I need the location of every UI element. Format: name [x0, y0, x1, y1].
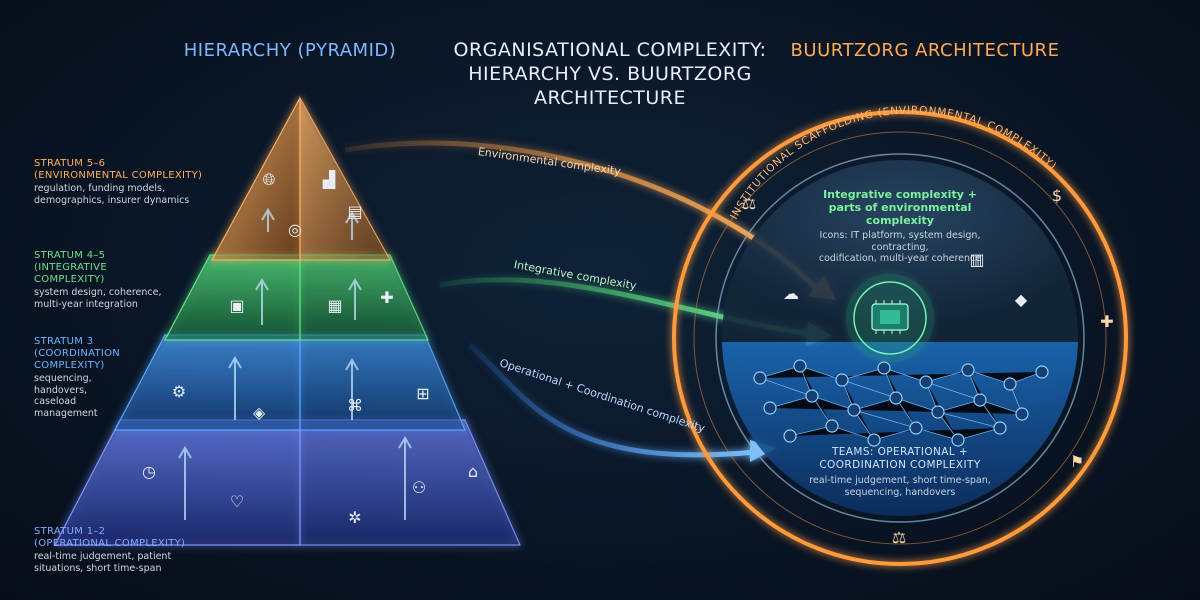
integrative-zone-heading: Integrative complexity + parts of enviro… — [823, 188, 977, 227]
cube-icon: ◆ — [1014, 290, 1028, 309]
teams-zone-text: TEAMS: OPERATIONAL + COORDINATION COMPLE… — [800, 446, 1000, 498]
stratum-1-2-type: (OPERATIONAL COMPLEXITY) — [34, 538, 186, 549]
stratum-3-desc: sequencing, handovers, caseload manageme… — [34, 373, 98, 419]
contract-icon: ▥ — [969, 250, 985, 269]
team-network — [759, 365, 1043, 441]
scales-icon-bottom: ⚖ — [891, 528, 907, 547]
globe-icon: 🌐︎ — [262, 170, 276, 189]
buurtzorg-title: BUURTZORG ARCHITECTURE — [790, 40, 1060, 61]
handshake-icon: ⌘ — [347, 396, 363, 415]
stratum-5-6-label: STRATUM 5–6 (ENVIRONMENTAL COMPLEXITY) r… — [34, 158, 234, 206]
government-building-icon: ⌂ — [467, 462, 479, 481]
flowchart-icon: ⊞ — [416, 384, 430, 403]
chip-icon: ▣ — [229, 296, 245, 315]
cloud-database-icon: ☁ — [783, 284, 799, 303]
outer-ring-inner-line — [693, 131, 1107, 545]
pyramid-tier-integrative-right — [299, 254, 429, 341]
stratum-1-2-number: STRATUM 1–2 — [34, 526, 106, 537]
network-icon-bottom: ✲ — [348, 508, 362, 527]
integrative-zone-text: Integrative complexity + parts of enviro… — [795, 188, 1005, 265]
coins-exchange-icon: $ — [1051, 186, 1063, 205]
outer-scaffolding-ring — [672, 110, 1128, 566]
pyramid — [54, 95, 521, 546]
coins-icon: ◎ — [288, 220, 302, 239]
hierarchy-title: HIERARCHY (PYRAMID) — [183, 40, 397, 61]
medical-flag-icon: ⚑ — [1069, 452, 1085, 471]
integrative-zone-desc: Icons: IT platform, system design, contr… — [818, 230, 982, 264]
bar-chart-icon: ▟ — [322, 170, 336, 189]
flow-arrow-operational — [468, 343, 757, 458]
stratum-3-type: (COORDINATION COMPLEXITY) — [34, 348, 121, 371]
chip-icon — [871, 300, 909, 334]
central-hub — [853, 281, 927, 355]
heart-icon: ♡ — [229, 492, 245, 511]
stratum-4-5-label: STRATUM 4–5 (INTEGRATIVE COMPLEXITY) sys… — [34, 250, 164, 310]
clock-icon: ◷ — [142, 462, 156, 481]
scales-icon: ⚖ — [741, 194, 757, 213]
stratum-4-5-type: (INTEGRATIVE COMPLEXITY) — [34, 262, 107, 285]
stratum-5-6-desc: regulation, funding models, demographics… — [34, 183, 190, 206]
medical-file-icon: ✚ — [1100, 312, 1114, 331]
stratum-1-2-label: STRATUM 1–2 (OPERATIONAL COMPLEXITY) rea… — [34, 526, 234, 574]
pyramid-tier-environmental-right — [299, 95, 392, 261]
pyramid-tier-coordination-right — [299, 334, 466, 431]
stratum-4-5-desc: system design, coherence, multi-year int… — [34, 287, 162, 310]
stratum-4-5-number: STRATUM 4–5 — [34, 250, 106, 261]
blueprint-icon: ▦ — [327, 296, 343, 315]
stratum-5-6-type: (ENVIRONMENTAL COMPLEXITY) — [34, 170, 203, 181]
puzzle-icon: ✚ — [380, 288, 394, 307]
network-icon: ◈ — [252, 403, 266, 422]
org-chart-icon: ⚇ — [411, 478, 427, 497]
gears-icon: ⚙ — [171, 382, 187, 401]
stratum-5-6-number: STRATUM 5–6 — [34, 158, 106, 169]
team-member-nodes — [753, 359, 1049, 447]
teams-zone-heading: TEAMS: OPERATIONAL + COORDINATION COMPLE… — [819, 446, 981, 471]
main-title: ORGANISATIONAL COMPLEXITY: HIERARCHY VS.… — [453, 39, 767, 109]
stratum-3-label: STRATUM 3 (COORDINATION COMPLEXITY) sequ… — [34, 336, 154, 419]
teams-zone-desc: real-time judgement, short time-span, se… — [809, 475, 991, 498]
inner-circle-rim — [715, 153, 1085, 523]
pyramid-upward-arrows — [178, 208, 412, 520]
document-icon: ▤ — [347, 202, 363, 221]
stratum-1-2-desc: real-time judgement, patient situations,… — [34, 551, 172, 574]
stratum-3-number: STRATUM 3 — [34, 336, 94, 347]
